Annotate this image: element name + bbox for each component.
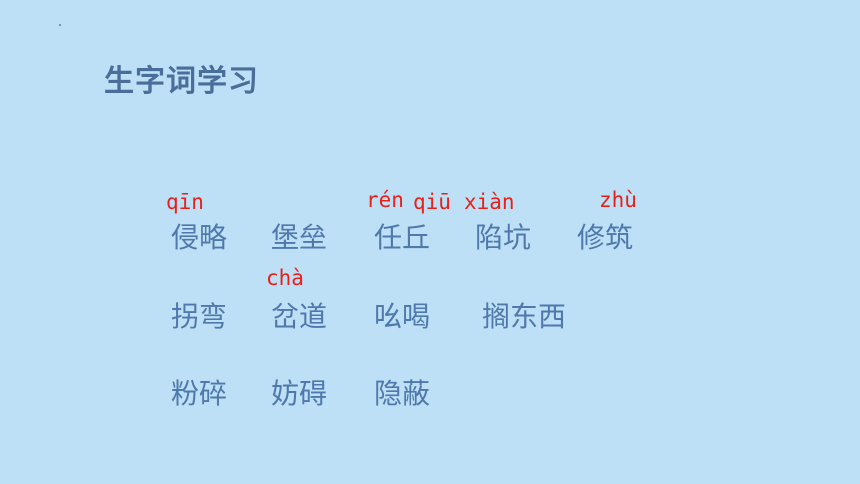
- pinyin-zhu: zhù: [599, 188, 637, 212]
- word-qinlue: 侵略: [171, 221, 228, 254]
- word-fangai: 妨碍: [271, 377, 328, 410]
- word-baolei: 堡垒: [271, 221, 328, 254]
- decorative-dot: [59, 24, 61, 26]
- word-xiuzhu: 修筑: [577, 221, 634, 254]
- word-guaiwan: 拐弯: [171, 300, 228, 333]
- pinyin-qin: qīn: [166, 190, 204, 214]
- word-yaohe: 吆喝: [374, 300, 431, 333]
- word-yinbi: 隐蔽: [374, 377, 431, 410]
- word-gedongxi: 搁东西: [482, 300, 567, 333]
- pinyin-ren: rén: [366, 188, 404, 212]
- pinyin-cha: chà: [266, 266, 304, 290]
- slide-title: 生字词学习: [104, 64, 259, 99]
- pinyin-xian: xiàn: [464, 190, 515, 214]
- word-renqiu: 任丘: [374, 221, 431, 254]
- pinyin-qiu: qiū: [413, 190, 451, 214]
- word-xiankeng: 陷坑: [475, 221, 532, 254]
- word-chadao: 岔道: [271, 300, 328, 333]
- word-fensui: 粉碎: [171, 377, 228, 410]
